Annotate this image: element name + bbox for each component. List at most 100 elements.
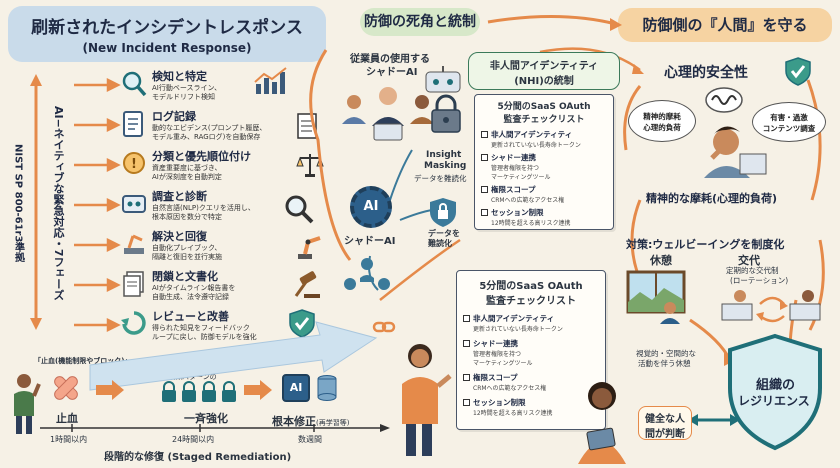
priority-icon: ! [123,152,145,174]
phase-1-desc-2: モデルドリフト検知 [152,93,215,101]
people-network-icon [344,258,390,290]
phase-5: 解決と回復 自動化プレイブック、 隔離と復旧を並行実施 [152,228,222,262]
checklist-item-sub: 管理者権限を持つ [473,351,522,358]
nhi-heading-box: 非人間アイデンティティ (NHI)の統制 [468,52,620,90]
checklist-item-sub: マーケティングツール [473,360,533,367]
log-icon [123,111,143,137]
checkbox-icon[interactable] [481,154,488,161]
time-2: 24時間以内 [172,435,215,444]
checklist-top-item[interactable]: 権限スコープ CRMへの広範なアクセス権 [481,184,607,204]
insight-masking-2: Masking [424,161,467,171]
phase-2: ログ記録 動的なエビデンス(プロンプト履歴、 モデル重み、RAGログ)を自動保存 [152,108,266,142]
resilience-shield-icon [728,333,822,451]
phase-1-desc-1: AI行動ベースライン、 [152,84,222,92]
robot-arm-icon [298,236,321,259]
bandage-icon [54,376,78,400]
ai-chip-icon: AI [282,374,310,402]
phase-7-title: レビューと改善 [152,310,229,323]
human-judgment-box: 健全な人 間が判断 [638,406,692,440]
checkbox-icon[interactable] [481,209,488,216]
checklist-top-items: 非人間アイデンティティ 更新されていない長寿命トークン シャドー連携 管理者権限… [475,129,613,227]
phase-3-title: 分類と優先順位付け [152,150,251,163]
nhi-heading-1: 非人間アイデンティティ [489,61,599,72]
step-3-title: 根本修正 [272,415,316,428]
search-icon [122,71,147,97]
phase-4-desc-1: 自然言語(NLP)クエリを活用し、 [152,204,255,212]
content-bubble-line-2: コンテンツ調査 [762,124,816,133]
resilience-line-1: 組織の [756,378,796,393]
magnifier-icon [285,195,314,224]
data-label-2: 難読化 [428,239,452,248]
recycle-icon [121,311,146,335]
employee-group-icon [342,87,434,141]
data-label-1: データを [428,229,460,238]
shadow-ai-label: シャドーAI [344,236,396,247]
window-rest-icon [626,270,686,324]
checklist-bottom-title-1: 5分間のSaaS OAuth [479,281,583,292]
checkbox-icon[interactable] [463,399,470,406]
time-1: 1時間以内 [50,435,88,444]
phase-7-desc-2: ループに戻し、防御モデルを強化 [152,333,257,341]
rest-desc-2: 活動を伴う休憩 [638,359,691,368]
burnout-bubble-line-1: 精神的摩耗 [643,112,681,121]
checklist-bottom-item[interactable]: シャドー連携 管理者権限を持つ マーケティングツール [463,338,599,367]
investigate-icon [122,195,146,213]
phase-1: 検知と特定 AI行動ベースライン、 モデルドリフト検知 [152,68,221,102]
phase-4-title: 調査と診断 [152,190,207,203]
checklist-top-item[interactable]: シャドー連携 管理者権限を持つ マーケティングツール [481,152,607,181]
checklist-bottom-items: 非人間アイデンティティ 更新されていない長寿命トークン シャドー連携 管理者権限… [457,313,605,417]
phase-6-desc-1: AIがタイムライン報告書を [152,284,236,292]
middle-panel-header: 防御の死角と統制 [360,8,480,36]
checklist-item-sub: CRMへの広範なアクセス権 [491,197,565,204]
step-2-label: 一斉強化 [184,412,228,425]
wellbeing-measure: 対策:ウェルビーイングを制度化 [626,238,785,251]
checklist-top-item[interactable]: 非人間アイデンティティ 更新されていない長寿命トークン [481,129,607,149]
right-panel-header: 防御側の『人間』を守る [618,8,832,42]
burnout-caption: 精神的な摩耗(心理的負荷) [646,192,778,205]
insight-masking-1: Insight [426,150,462,160]
shadow-ai-heading-1: 従業員の使用する [350,54,430,65]
checklist-item-sub: CRMへの広範なアクセス権 [473,385,547,392]
gavel-icon [294,271,320,298]
checkbox-icon[interactable] [463,315,470,322]
data-anonymize-1: データを難読化 [414,174,467,183]
burnout-bubble-line-2: 心理的負荷 [643,123,681,132]
checkbox-icon[interactable] [463,374,470,381]
phase-6-title: 閉鎖と文書化 [152,270,218,283]
phase-4: 調査と診断 自然言語(NLP)クエリを活用し、 根本原因を数分で特定 [152,188,255,222]
checklist-bottom-item[interactable]: セッション制限 12時間を超える高リスク連携 [463,397,599,417]
phase-5-title: 解決と回復 [152,230,207,243]
checkbox-icon[interactable] [481,186,488,193]
checklist-item-title: 権限スコープ [491,185,536,194]
checklist-item-title: セッション制限 [473,398,526,407]
stop-label: 「止血(機能制限やブロック)」 [34,357,132,365]
phase-2-desc-1: 動的なエビデンス(プロンプト履歴、 [152,124,267,132]
ai-gear-icon: AI [350,186,392,228]
shield-lock-icon [430,198,456,227]
nist-vertical-label: NIST SP 800-61r3準拠 [12,143,24,263]
left-panel-subtitle: (New Incident Response) [82,41,252,55]
checkbox-icon[interactable] [481,131,488,138]
psych-safety-label: 心理的安全性 [664,65,748,81]
checklist-item-title: シャドー連携 [473,339,518,348]
exhausted-worker-icon [704,126,767,178]
checklist-item-sub: マーケティングツール [491,174,551,181]
svg-text:!: ! [131,157,137,172]
checklist-bottom: 5分間のSaaS OAuth 監査チェックリスト 非人間アイデンティティ 更新さ… [456,270,606,430]
checklist-bottom-item[interactable]: 権限スコープ CRMへの広範なアクセス権 [463,372,599,392]
phase-3-desc-2: AIが深刻度を自動判定 [152,173,222,181]
rotation-workers-icon [721,290,821,323]
phase-2-title: ログ記録 [152,110,196,123]
checklist-top-title-2: 監査チェックリスト [503,115,585,125]
checklist-top-item[interactable]: セッション制限 12時間を超える高リスク連携 [481,207,607,227]
lock-icon [431,94,461,133]
checklist-bottom-item[interactable]: 非人間アイデンティティ 更新されていない長寿命トークン [463,313,599,333]
checklist-item-sub: 管理者権限を持つ [491,165,540,172]
phase-1-title: 検知と特定 [152,70,207,83]
phase-5-desc-2: 隔離と復旧を並行実施 [152,253,222,261]
checkbox-icon[interactable] [463,340,470,347]
checklist-item-sub: 更新されていない長寿命トークン [473,326,563,333]
checklist-top: 5分間のSaaS OAuth 監査チェックリスト 非人間アイデンティティ 更新さ… [474,94,614,230]
